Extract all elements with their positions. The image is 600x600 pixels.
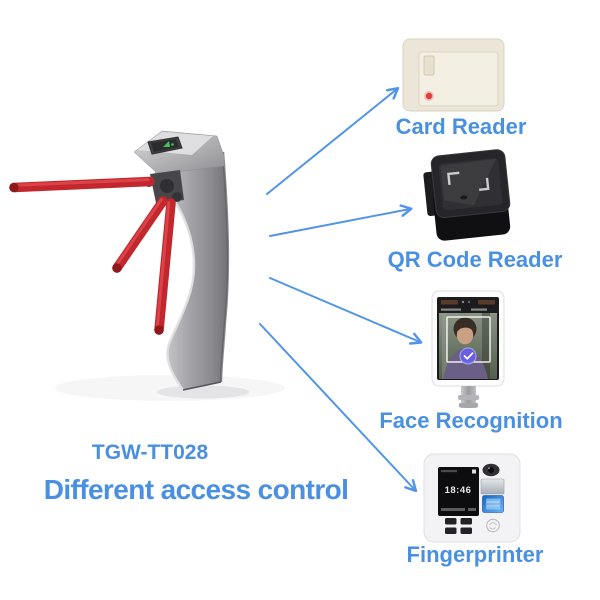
brand-emblem xyxy=(486,518,500,533)
fingerprinter-image: 18:46 xyxy=(423,453,521,543)
qr-scan-window xyxy=(438,158,503,211)
card-slot xyxy=(423,55,435,76)
person-face xyxy=(456,325,474,345)
arrow-to-card-reader xyxy=(266,86,400,195)
qr-code-reader-image xyxy=(423,149,511,241)
arrows xyxy=(259,86,423,493)
ir-fill-light-right xyxy=(478,300,495,305)
card-reader-label: Card Reader xyxy=(395,114,527,139)
card-reader-image xyxy=(402,38,505,112)
fingerprinter-screen xyxy=(438,467,479,516)
turnstile-base-shadow xyxy=(157,385,249,399)
qr-frame-bracket-top-left xyxy=(447,171,460,185)
tripod-arms xyxy=(9,176,176,335)
check-icon xyxy=(463,352,474,360)
arrow-to-fingerprinter xyxy=(259,323,418,493)
green-status-led xyxy=(171,143,174,146)
face-camera-dot xyxy=(461,300,465,304)
headline: Different access control xyxy=(43,474,349,505)
hub-joint-right xyxy=(172,192,182,202)
qr-code-reader-label: QR Code Reader xyxy=(387,247,563,272)
fingerprint-cover xyxy=(480,478,505,495)
turnstile-column-edge xyxy=(219,151,230,383)
verify-check-badge xyxy=(459,347,477,365)
ir-fill-light-left xyxy=(441,300,458,305)
hub-center xyxy=(160,179,174,193)
qr-frame-bracket-right xyxy=(479,177,490,191)
screen-time: 18:46 xyxy=(445,485,472,496)
arrow-to-face-recognition xyxy=(269,277,423,345)
turnstile-image xyxy=(9,130,285,401)
arrow-to-qr-code-reader xyxy=(269,204,413,237)
green-arrow-indicator-icon xyxy=(163,141,170,147)
model-number: TGW-TT028 xyxy=(91,441,209,464)
face-recognition-label: Face Recognition xyxy=(379,408,563,433)
face-recognition-image xyxy=(431,290,505,408)
fingerprinter-label: Fingerprinter xyxy=(406,542,544,567)
qr-camera-dot xyxy=(460,195,468,200)
turnstile-column-highlight xyxy=(153,176,196,391)
turnstile-base-edge xyxy=(182,381,222,391)
fingerprinter-keypad xyxy=(445,518,472,534)
